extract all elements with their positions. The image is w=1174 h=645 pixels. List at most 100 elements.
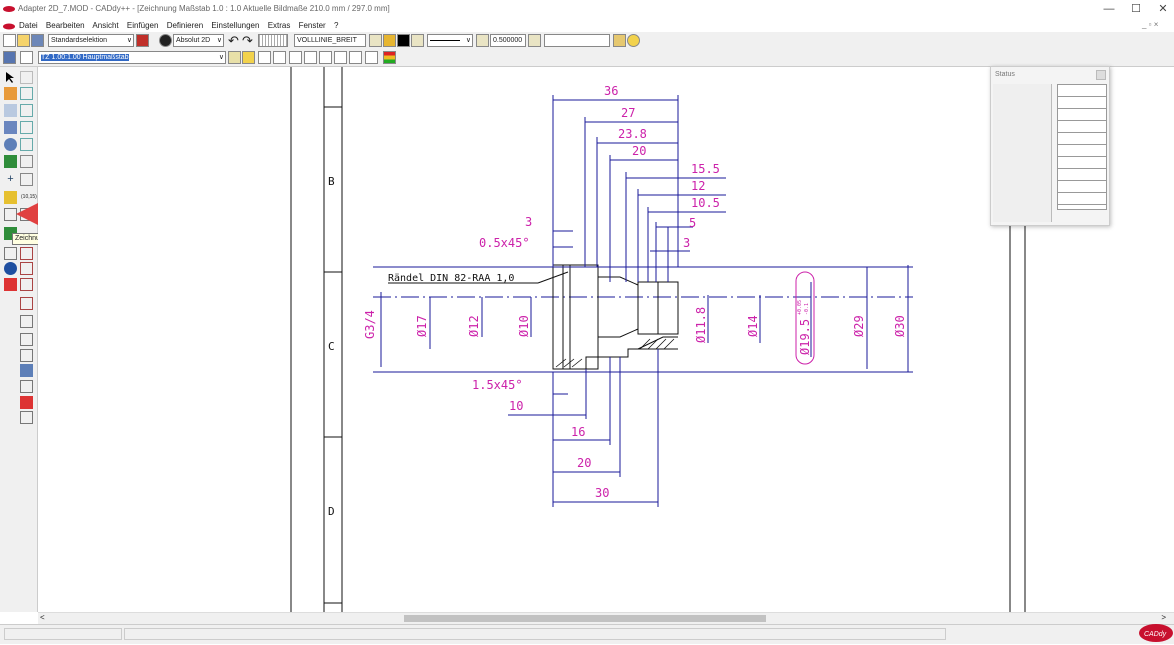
new-file-icon[interactable] bbox=[3, 34, 16, 47]
layer-edit-icon[interactable] bbox=[20, 278, 33, 291]
coordinate-icon[interactable] bbox=[159, 34, 172, 47]
bucket-icon[interactable] bbox=[20, 155, 33, 168]
edit-pen-icon[interactable] bbox=[4, 155, 17, 168]
symbol-icon[interactable] bbox=[20, 247, 33, 260]
measure-icon[interactable] bbox=[228, 51, 241, 64]
rotate-icon[interactable] bbox=[4, 138, 17, 151]
drawing-svg[interactable]: B C D Rändel DIN 82-RAA 1,0 bbox=[38, 67, 1174, 612]
redraw-icon[interactable] bbox=[349, 51, 362, 64]
menu-definieren[interactable]: Definieren bbox=[166, 21, 204, 30]
dim-label-o10: Ø10 bbox=[517, 315, 531, 337]
color-black-icon[interactable] bbox=[397, 34, 410, 47]
lightbulb-icon[interactable] bbox=[627, 34, 640, 47]
select-secondary-icon[interactable] bbox=[20, 71, 33, 84]
scroll-thumb[interactable] bbox=[404, 615, 766, 622]
status-panel-close-button[interactable] bbox=[1096, 70, 1106, 80]
print-icon[interactable] bbox=[3, 51, 16, 64]
angle-icon[interactable] bbox=[20, 333, 33, 346]
mirror-icon[interactable] bbox=[20, 138, 33, 151]
delete-red-icon[interactable] bbox=[20, 396, 33, 409]
grid-icon[interactable] bbox=[258, 34, 288, 47]
status-panel-list[interactable] bbox=[1057, 84, 1107, 210]
zoom-out-icon[interactable] bbox=[319, 51, 332, 64]
redo-icon[interactable]: ↷ bbox=[242, 33, 253, 48]
menu-fenster[interactable]: Fenster bbox=[298, 21, 326, 30]
pointer-filter-icon[interactable] bbox=[258, 51, 271, 64]
dim-label-o11-8: Ø11.8 bbox=[694, 307, 708, 343]
zone-label-c: C bbox=[328, 340, 335, 353]
dim-label-20: 20 bbox=[577, 456, 591, 470]
open-folder-icon[interactable] bbox=[17, 34, 30, 47]
layer-icon[interactable] bbox=[369, 34, 382, 47]
mdi-controls[interactable]: _ ▫ × bbox=[1142, 20, 1159, 29]
ruler-icon[interactable] bbox=[365, 51, 378, 64]
save-icon[interactable] bbox=[31, 34, 44, 47]
crosshair-icon[interactable]: + bbox=[7, 173, 14, 185]
zoom-window-icon[interactable] bbox=[273, 51, 286, 64]
hatch-icon[interactable] bbox=[20, 208, 33, 221]
dimension-icon[interactable] bbox=[4, 191, 17, 204]
select-arrow-icon[interactable] bbox=[4, 71, 17, 84]
pen-icon[interactable] bbox=[20, 51, 33, 64]
highlight-icon[interactable] bbox=[242, 51, 255, 64]
line-pencil-icon[interactable] bbox=[4, 87, 17, 100]
line-type-select[interactable]: VOLLLINIE_BREIT bbox=[294, 34, 366, 47]
pan-hand-icon[interactable] bbox=[289, 51, 302, 64]
status-panel[interactable]: Status bbox=[990, 66, 1110, 226]
menu-einstellungen[interactable]: Einstellungen bbox=[211, 21, 260, 30]
right-dimension-labels: Ø11.8 Ø14 Ø19.5 Ø29 Ø30 +0.05 -0.1 bbox=[694, 300, 907, 355]
traffic-light-icon[interactable] bbox=[383, 51, 396, 64]
menu-datei[interactable]: Datei bbox=[19, 21, 38, 30]
extend-icon[interactable] bbox=[20, 121, 33, 134]
table-icon[interactable] bbox=[4, 247, 17, 260]
dim-label-chamfer-bottom: 1.5x45° bbox=[472, 378, 523, 392]
coordinate-mode-select[interactable]: Absolut 2D∨ bbox=[173, 34, 224, 47]
coordinate-input-icon[interactable] bbox=[20, 173, 33, 186]
horizontal-scrollbar[interactable]: < > bbox=[38, 612, 1174, 624]
grid-snap-icon[interactable] bbox=[20, 315, 33, 328]
close-button[interactable]: ✕ bbox=[1158, 3, 1168, 15]
info-icon[interactable] bbox=[4, 262, 17, 275]
hatch-line bbox=[655, 338, 667, 350]
construct-icon[interactable] bbox=[4, 104, 17, 117]
select-color-icon[interactable] bbox=[136, 34, 149, 47]
drawing-additions-icon[interactable] bbox=[4, 208, 17, 221]
menu-extras[interactable]: Extras bbox=[267, 21, 291, 30]
dim-label-o12: Ø12 bbox=[467, 315, 481, 337]
selection-mode-select[interactable]: Standardselektion∨ bbox=[48, 34, 134, 47]
attribute-icon[interactable] bbox=[20, 262, 33, 275]
line-width-icon[interactable] bbox=[476, 34, 489, 47]
chart-edit-icon[interactable] bbox=[20, 364, 33, 377]
bottom-dimension-labels: 1.5x45° 10 16 20 30 bbox=[472, 378, 609, 500]
variant-icon[interactable] bbox=[20, 411, 33, 424]
menu-help[interactable]: ? bbox=[333, 21, 339, 30]
menu-bearbeiten[interactable]: Bearbeiten bbox=[45, 21, 85, 30]
scroll-right-arrow[interactable]: > bbox=[1161, 613, 1166, 622]
snap-icon[interactable] bbox=[20, 104, 33, 117]
zoom-in-icon[interactable] bbox=[304, 51, 317, 64]
line-pattern-select[interactable]: ∨ bbox=[427, 34, 473, 47]
line-style-icon[interactable] bbox=[411, 34, 424, 47]
eraser-icon[interactable] bbox=[4, 278, 17, 291]
point-icon[interactable] bbox=[20, 87, 33, 100]
zoom-all-icon[interactable] bbox=[334, 51, 347, 64]
knurl-note-leader bbox=[537, 271, 569, 284]
line-width-field[interactable]: 0.500000 bbox=[490, 34, 526, 47]
trim-icon[interactable] bbox=[4, 121, 17, 134]
text-style-icon[interactable] bbox=[528, 34, 541, 47]
copy-icon[interactable] bbox=[20, 349, 33, 362]
menu-einfuegen[interactable]: Einfügen bbox=[126, 21, 159, 30]
text-field[interactable] bbox=[544, 34, 610, 47]
top-dimension-labels: 36 27 23.8 20 15.5 12 10.5 5 3 0.5x45° 3 bbox=[479, 84, 720, 250]
layer-color-icon[interactable] bbox=[383, 34, 396, 47]
drawing-canvas[interactable]: B C D Rändel DIN 82-RAA 1,0 bbox=[38, 67, 1174, 612]
minimize-button[interactable]: — bbox=[1103, 3, 1115, 15]
measure-distance-icon[interactable] bbox=[20, 297, 33, 310]
scroll-left-arrow[interactable]: < bbox=[40, 613, 45, 622]
scale-select[interactable]: TZ 1.00:1.00 Hauptmaßstab∨ bbox=[38, 51, 226, 64]
offset-icon[interactable] bbox=[20, 380, 33, 393]
symbol-library-icon[interactable] bbox=[613, 34, 626, 47]
maximize-button[interactable]: ☐ bbox=[1131, 3, 1141, 15]
undo-icon[interactable]: ↶ bbox=[228, 33, 239, 48]
menu-ansicht[interactable]: Ansicht bbox=[92, 21, 119, 30]
